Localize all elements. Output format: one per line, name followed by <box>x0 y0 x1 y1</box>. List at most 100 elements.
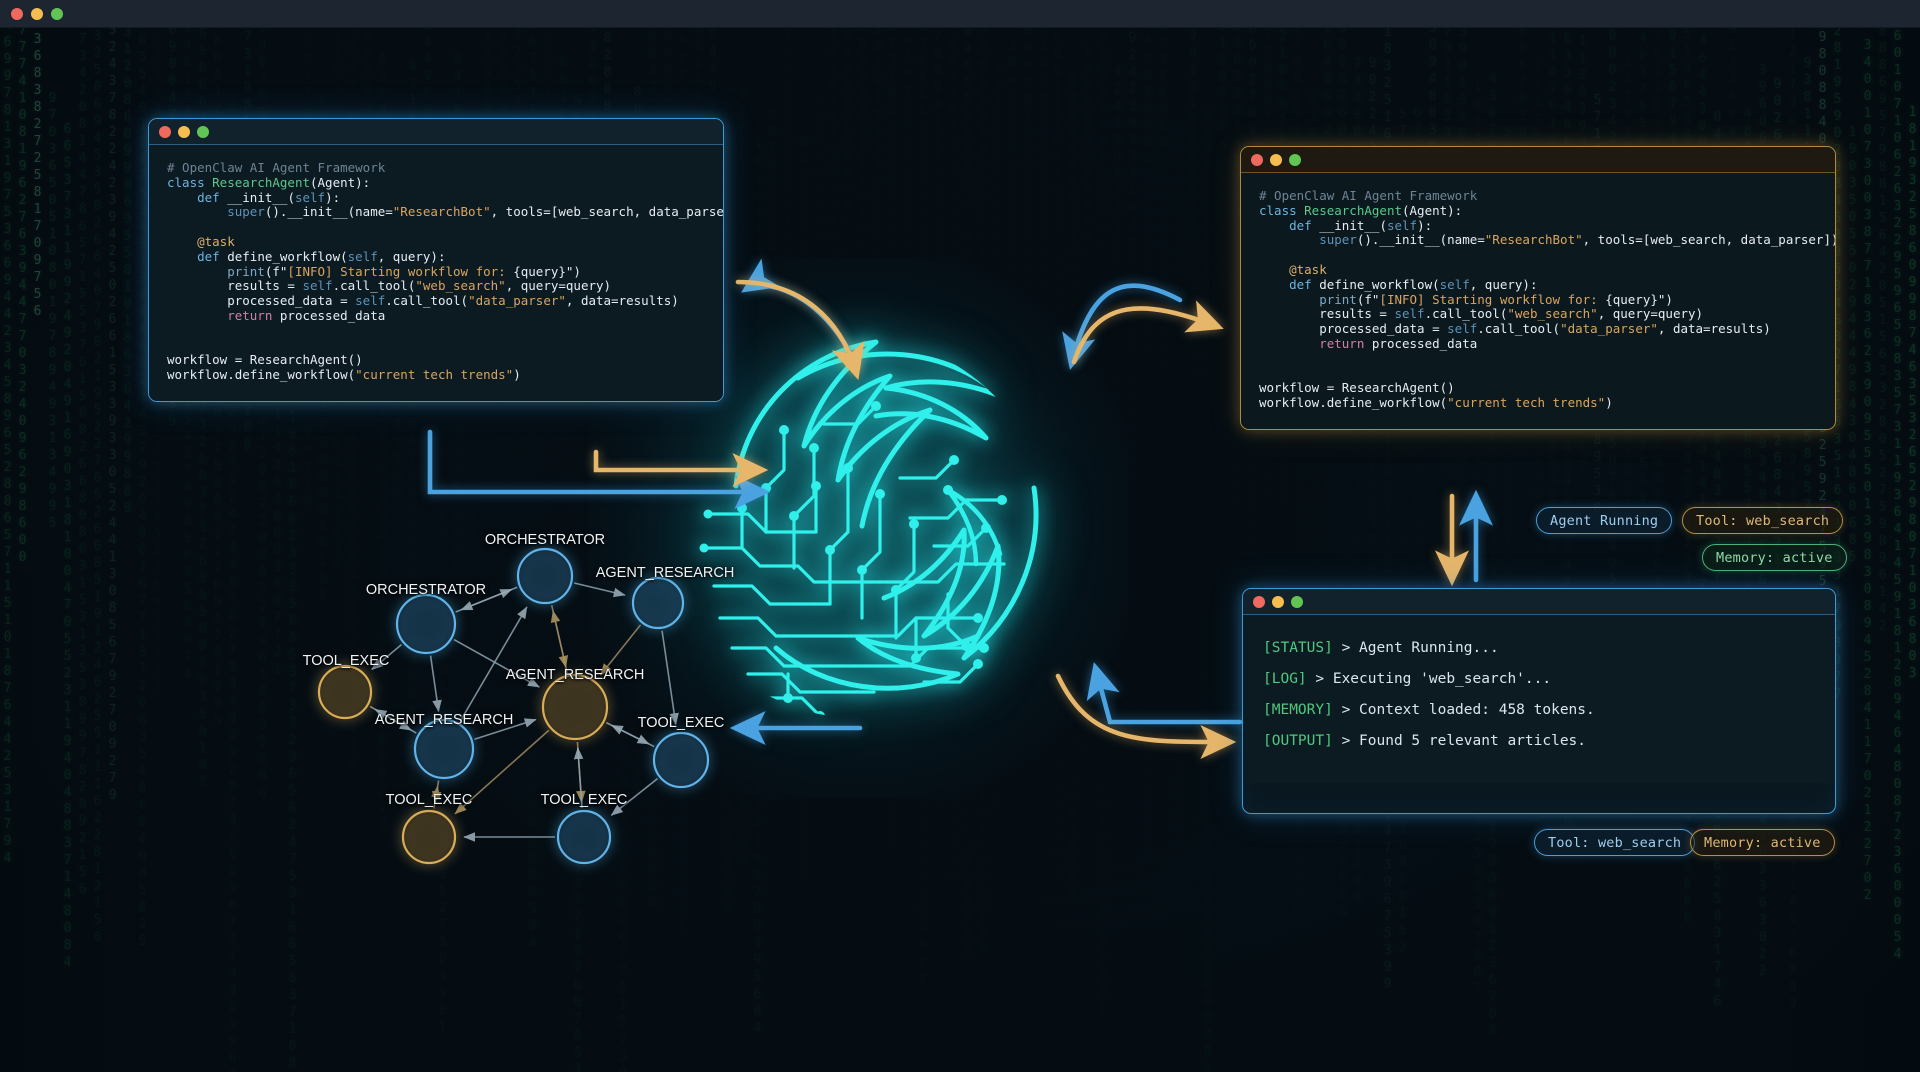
minimize-icon[interactable] <box>1270 153 1282 166</box>
close-icon[interactable] <box>1251 153 1263 166</box>
code-line: @task <box>1259 261 1327 277</box>
minimize-icon[interactable] <box>31 7 43 20</box>
code-line <box>167 220 705 235</box>
matrix-column: 9 9 2 6 8 5 3 3 2 5 0 6 9 4 5 3 5 8 2 6 … <box>93 0 102 945</box>
maximize-icon[interactable] <box>1289 153 1301 166</box>
code-line: results = self.call_tool("web_search", q… <box>1259 306 1704 322</box>
terminal-line: [MEMORY] > Context loaded: 458 tokens. <box>1263 699 1815 721</box>
terminal-line-tag: [MEMORY] <box>1263 702 1333 718</box>
graph-node[interactable] <box>556 809 612 865</box>
window-titlebar <box>0 0 1920 28</box>
status-badge-tool[interactable]: Tool: web_search <box>1682 507 1844 534</box>
matrix-column: 9 1 5 9 8 8 0 1 4 8 2 5 3 4 6 7 2 1 3 9 … <box>1098 0 1107 1017</box>
status-badge-tool-lower[interactable]: Tool: web_search <box>1534 829 1696 856</box>
terminal-line-text: > Agent Running... <box>1332 640 1499 656</box>
status-badge-memory[interactable]: Memory: active <box>1702 544 1847 571</box>
graph-node-label: TOOL_EXEC <box>637 715 725 731</box>
graph-edge <box>459 606 528 722</box>
code-line: super().__init__(name="ResearchBot", too… <box>1259 232 1836 248</box>
code-line: processed_data = self.call_tool("data_pa… <box>167 293 679 309</box>
maximize-icon[interactable] <box>1291 595 1303 608</box>
graph-node[interactable] <box>395 593 457 655</box>
code-line <box>167 339 705 354</box>
matrix-column: 2 8 5 6 8 9 2 6 9 2 4 2 2 0 7 2 4 1 0 2 … <box>1128 0 1137 488</box>
graph-node-label: AGENT_RESEARCH <box>595 565 735 581</box>
agent-log-terminal[interactable]: [STATUS] > Agent Running... [LOG] > Execu… <box>1242 588 1836 814</box>
graph-edge <box>573 582 626 598</box>
code-line: print(f"[INFO] Starting workflow for: {q… <box>1259 291 1673 307</box>
maximize-icon[interactable] <box>51 7 63 20</box>
matrix-column: 3 3 7 4 6 9 9 7 8 1 3 1 9 7 5 3 6 6 9 4 … <box>3 1 12 866</box>
matrix-column: 7 1 4 6 9 8 8 9 5 8 2 7 6 7 2 0 7 5 3 0 … <box>1203 110 1212 1072</box>
code-line: @task <box>167 233 235 249</box>
matrix-column: 9 7 0 3 6 5 0 5 1 0 8 0 1 9 7 8 9 4 9 3 … <box>48 91 57 531</box>
graph-edge <box>661 630 679 726</box>
arrow-center-to-right-blue <box>1062 283 1183 371</box>
code-line <box>167 324 705 339</box>
code-line: # OpenClaw AI Agent Framework <box>167 160 386 175</box>
code-line: workflow.define_workflow("current tech t… <box>167 367 521 383</box>
matrix-column: 7 7 7 4 1 0 8 1 9 6 2 7 6 3 9 4 4 7 7 0 … <box>18 23 27 565</box>
matrix-column: 1 8 5 4 3 1 3 3 5 6 5 0 5 7 1 0 4 5 4 0 … <box>1083 45 1092 774</box>
matrix-column: 9 7 3 4 2 0 8 1 4 4 7 8 6 5 7 1 5 5 3 7 … <box>78 15 87 897</box>
graph-node-label: ORCHESTRATOR <box>484 532 606 548</box>
terminal-line: [STATUS] > Agent Running... <box>1263 637 1815 659</box>
graph-node[interactable] <box>317 664 373 720</box>
graph-node[interactable] <box>516 547 574 605</box>
close-icon[interactable] <box>159 125 171 138</box>
minimize-icon[interactable] <box>1272 595 1284 608</box>
matrix-column: 5 2 8 7 3 4 1 3 6 8 3 8 2 7 2 5 8 1 7 0 … <box>33 0 42 319</box>
graph-node-label: TOOL_EXEC <box>540 792 628 808</box>
code-line: def __init__(self): <box>1259 217 1433 233</box>
status-badge-memory-lower[interactable]: Memory: active <box>1690 829 1835 856</box>
maximize-icon[interactable] <box>197 125 209 138</box>
matrix-column: 9 8 3 3 1 7 1 6 0 9 1 7 6 3 9 7 1 9 2 2 … <box>1188 29 1197 673</box>
matrix-column: 1 8 1 9 3 2 5 8 6 0 9 9 8 7 4 6 3 5 3 2 … <box>1908 105 1917 681</box>
status-badge-agent-running[interactable]: Agent Running <box>1536 507 1673 534</box>
minimize-icon[interactable] <box>178 125 190 138</box>
graph-node[interactable] <box>652 731 710 789</box>
matrix-column: 0 1 3 1 2 0 8 6 0 9 9 0 6 9 5 5 8 1 0 1 … <box>123 0 132 516</box>
terminal-line-text: > Context loaded: 458 tokens. <box>1332 702 1595 718</box>
graph-node[interactable] <box>413 718 475 780</box>
code-line: def __init__(self): <box>167 189 341 205</box>
graph-node-label: AGENT_RESEARCH <box>505 667 645 683</box>
code-line: workflow.define_workflow("current tech t… <box>1259 395 1613 411</box>
code-right-titlebar <box>1241 147 1835 173</box>
code-left-titlebar <box>149 119 723 145</box>
terminal-line-tag: [LOG] <box>1263 671 1307 687</box>
matrix-column: 1 9 0 3 5 0 5 5 0 2 9 4 4 4 9 8 4 3 0 4 … <box>1848 125 1857 565</box>
matrix-column: 2 9 8 7 6 6 0 1 0 7 1 0 6 2 6 3 2 2 9 5 … <box>1893 0 1902 962</box>
code-line <box>1259 248 1817 263</box>
graph-edge <box>550 605 569 668</box>
code-line: # OpenClaw AI Agent Framework <box>1259 188 1478 203</box>
graph-node[interactable] <box>631 576 685 630</box>
matrix-column: 9 6 1 5 3 6 5 2 4 3 7 8 2 2 4 2 3 9 4 2 … <box>108 0 117 803</box>
graph-node[interactable] <box>541 673 609 741</box>
close-icon[interactable] <box>11 7 23 20</box>
graph-node-label: AGENT_RESEARCH <box>374 712 514 728</box>
terminal-body: [STATUS] > Agent Running... [LOG] > Execu… <box>1243 615 1835 783</box>
code-line: super().__init__(name="ResearchBot", too… <box>167 204 724 220</box>
code-line: return processed_data <box>167 307 386 323</box>
arrow-terminal-to-center-blue <box>1086 662 1243 725</box>
graph-node[interactable] <box>401 809 457 865</box>
code-line: processed_data = self.call_tool("data_pa… <box>1259 321 1771 337</box>
code-line <box>1259 367 1817 382</box>
graph-edge <box>429 655 442 713</box>
terminal-line: [OUTPUT] > Found 5 relevant articles. <box>1263 730 1815 752</box>
terminal-line-text: > Executing 'web_search'... <box>1306 671 1552 687</box>
terminal-titlebar <box>1243 589 1835 615</box>
graph-node-label: TOOL_EXEC <box>385 792 473 808</box>
matrix-column: 4 8 3 3 1 4 2 6 8 3 8 8 3 0 9 8 9 4 8 2 … <box>1158 1 1167 611</box>
matrix-column: 4 0 2 6 9 6 4 3 6 4 5 3 3 0 9 5 3 4 0 6 … <box>1143 0 1152 865</box>
close-icon[interactable] <box>1253 595 1265 608</box>
terminal-line-tag: [STATUS] <box>1263 640 1333 656</box>
